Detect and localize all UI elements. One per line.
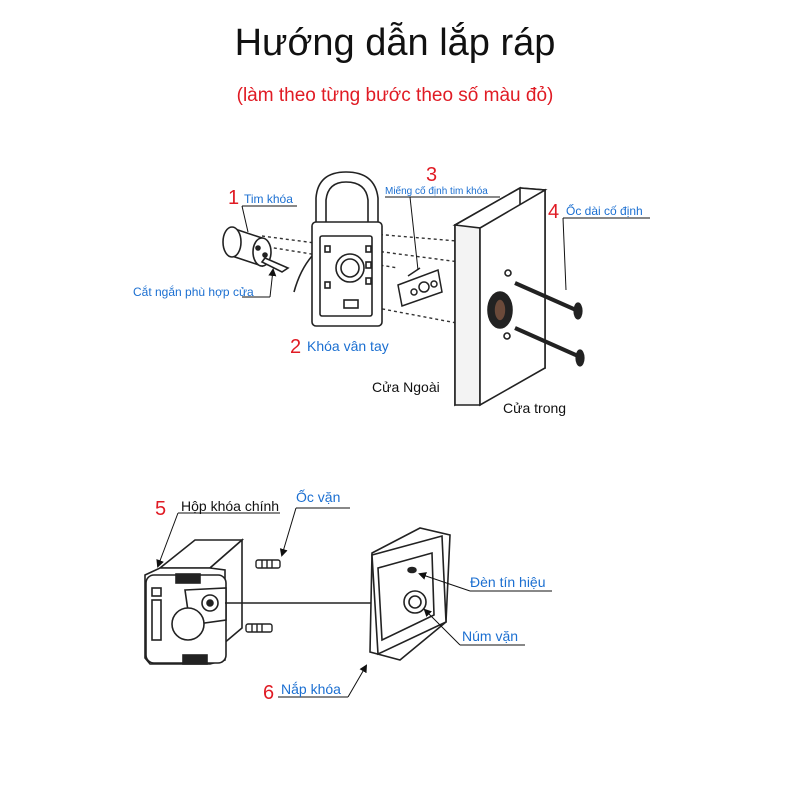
screw-label: Ốc vặn <box>296 488 340 505</box>
step-5-number: 5 <box>155 498 166 520</box>
step-1-number: 1 <box>228 187 239 209</box>
bottom-leader-lines <box>156 507 552 698</box>
step-6-number: 6 <box>263 682 274 704</box>
step-2-label: Khóa vân tay <box>307 338 389 354</box>
step-4-number: 4 <box>548 201 559 223</box>
page-subtitle: (làm theo từng bước theo số màu đỏ) <box>236 85 554 106</box>
door-drawing <box>452 186 548 407</box>
knob-label: Núm vặn <box>462 628 518 644</box>
main-lock-box-drawing <box>144 538 405 665</box>
page-title: Hướng dẫn lắp ráp <box>234 22 556 64</box>
lock-cover-drawing <box>369 527 451 661</box>
cut-note-label: Cắt ngắn phù hợp cửa <box>133 284 254 299</box>
door-outside-label: Cửa Ngoài <box>372 379 440 395</box>
step-4-label: Ốc dài cố định <box>566 203 643 218</box>
cover-screws-drawing <box>245 559 281 633</box>
lock-core-drawing <box>222 226 290 273</box>
step-6-label: Nắp khóa <box>281 681 341 697</box>
step-5-label: Hộp khóa chính <box>181 498 279 514</box>
fingerprint-lock-drawing <box>293 171 383 327</box>
door-inside-label: Cửa trong <box>503 400 566 416</box>
step-3-label: Miếng cố định tim khóa <box>385 185 488 197</box>
long-screws-drawing <box>514 281 585 367</box>
step-2-number: 2 <box>290 336 301 358</box>
fixing-plate-drawing <box>397 267 443 307</box>
step-1-label: Tim khóa <box>244 192 293 206</box>
top-leader-lines <box>241 196 650 298</box>
step-3-number: 3 <box>426 164 437 186</box>
signal-light-label: Đèn tín hiệu <box>470 574 546 590</box>
